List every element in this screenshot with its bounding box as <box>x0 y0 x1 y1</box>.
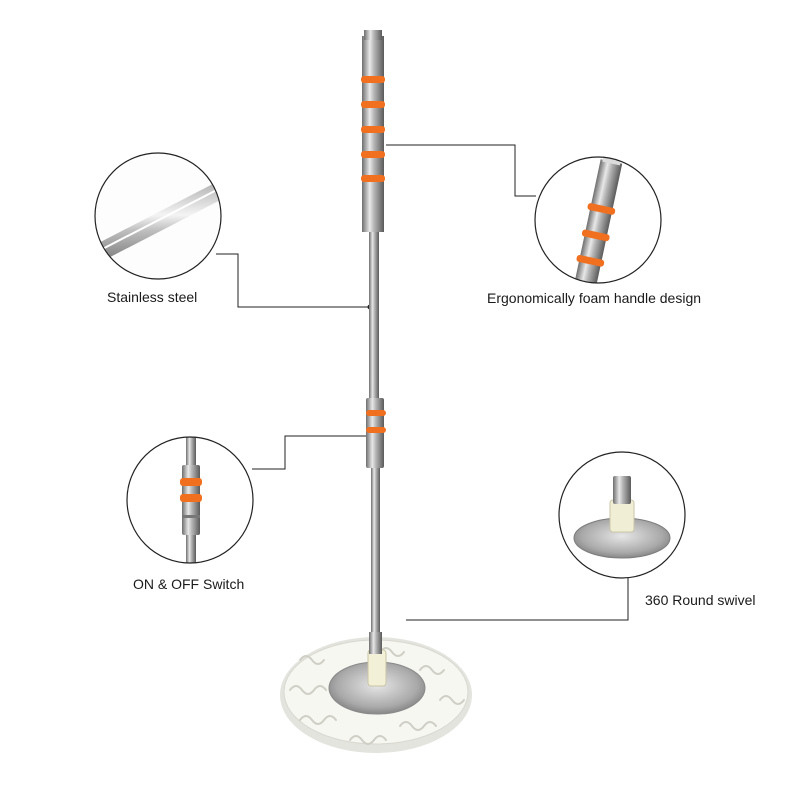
leader-line-swivel <box>406 575 629 621</box>
mop-head <box>280 637 472 753</box>
mop-pole <box>361 30 386 654</box>
leader-line-handle <box>386 144 536 197</box>
steel-rod-closeup <box>94 152 222 280</box>
callout-label-steel: Stainless steel <box>107 289 198 305</box>
leader-lines <box>216 144 629 621</box>
callout-label-swivel: 360 Round swivel <box>645 592 756 608</box>
leader-line-steel <box>216 253 370 308</box>
handle-closeup <box>534 156 662 284</box>
switch-closeup <box>126 436 254 564</box>
swivel-closeup <box>558 451 686 579</box>
callout-label-switch: ON & OFF Switch <box>133 576 245 592</box>
leader-line-switch <box>252 435 370 470</box>
callout-label-handle: Ergonomically foam handle design <box>487 290 702 306</box>
